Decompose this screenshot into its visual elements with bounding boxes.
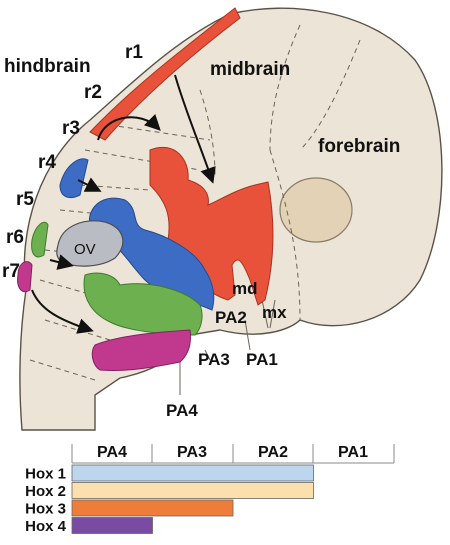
migration-arrows	[31, 74, 216, 334]
label-r3: r3	[62, 118, 80, 139]
label-forebrain: forebrain	[318, 136, 400, 157]
hox-header-ticks	[71, 444, 395, 463]
label-r7: r7	[2, 261, 20, 282]
arch-lines	[179, 299, 276, 395]
r7-stream	[91, 329, 191, 371]
hox-expression-bar	[71, 482, 314, 499]
hox-col-pa4: PA4	[97, 444, 127, 461]
r6-stream	[83, 272, 203, 336]
label-pa4: PA4	[166, 401, 198, 420]
r6-patch	[31, 221, 49, 258]
hox-row-label: Hox 1	[25, 466, 66, 483]
hox-row-label: Hox 3	[25, 501, 66, 518]
label-r2: r2	[84, 82, 102, 103]
hox-col-pa1: PA1	[338, 444, 368, 461]
boundaries	[29, 24, 361, 381]
label-r1: r1	[125, 42, 143, 63]
hox-row-label: Hox 4	[25, 518, 67, 535]
r2-dorsal-strip	[89, 7, 241, 141]
label-r4: r4	[38, 152, 56, 173]
hox-col-pa2: PA2	[258, 444, 288, 461]
label-md: md	[232, 279, 258, 298]
label-midbrain: midbrain	[210, 59, 290, 80]
label-otic-vesicle: OV	[74, 241, 96, 258]
label-mx: mx	[262, 303, 287, 322]
hox-expression-bar	[71, 499, 234, 517]
hox-col-pa3: PA3	[177, 444, 207, 461]
r7-patch	[17, 261, 33, 293]
label-r6: r6	[6, 227, 24, 248]
label-pa1: PA1	[246, 350, 278, 369]
hox-expression-bar	[71, 464, 314, 482]
label-pa3: PA3	[198, 350, 230, 369]
eye	[279, 177, 353, 243]
label-r5: r5	[16, 189, 34, 210]
label-hindbrain: hindbrain	[4, 56, 91, 77]
hox-row-label: Hox 2	[25, 483, 66, 500]
label-pa2: PA2	[215, 308, 247, 327]
hox-expression-bar	[71, 517, 153, 534]
